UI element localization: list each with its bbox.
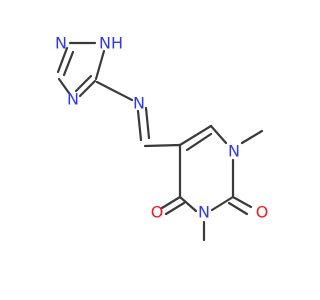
ring-o4-label: O — [151, 203, 164, 222]
triazole-n1-label: N — [55, 34, 67, 53]
bond-n1-methyl — [240, 129, 264, 145]
bond-c5-c6 — [178, 124, 213, 147]
ring-n3-label: N — [198, 203, 210, 222]
bond-triazole-c5-n4 — [57, 77, 71, 95]
bond-c6-n1 — [209, 124, 228, 145]
bond-triazole-n1-c5-double — [62, 50, 75, 77]
bond-c2-n3 — [210, 195, 235, 212]
bond-c4-o4-1 — [160, 195, 182, 210]
molecule-canvas: N NH N N N N O O — [55, 33, 269, 242]
molecule-structure: N NH N N N N O O — [55, 34, 269, 242]
bond-c4-o4-2 — [164, 201, 186, 216]
bond-triazole-n4-c3-double — [74, 74, 93, 93]
bond-triazole-n1-c5 — [56, 46, 69, 74]
bond-c5-c6-double — [185, 132, 213, 152]
triazole-n4-label: N — [67, 90, 79, 109]
amine-n-label: N — [133, 94, 145, 113]
bond-c3-amine — [95, 80, 134, 102]
bond-amine-methine-2 — [136, 109, 143, 142]
bond-c2-o2-2 — [227, 201, 249, 216]
ring-n1-label: N — [228, 142, 240, 161]
ring-o2-label: O — [256, 203, 269, 222]
bond-triazole-n4-c3 — [78, 79, 97, 98]
bond-methine-c5 — [143, 143, 182, 148]
bond-triazole-c3-n2 — [94, 49, 106, 81]
triazole-n2-label: NH — [99, 34, 123, 53]
bond-amine-methine-1 — [144, 106, 151, 140]
bond-c2-o2-1 — [231, 195, 253, 209]
bond-n3-c4 — [178, 195, 198, 213]
